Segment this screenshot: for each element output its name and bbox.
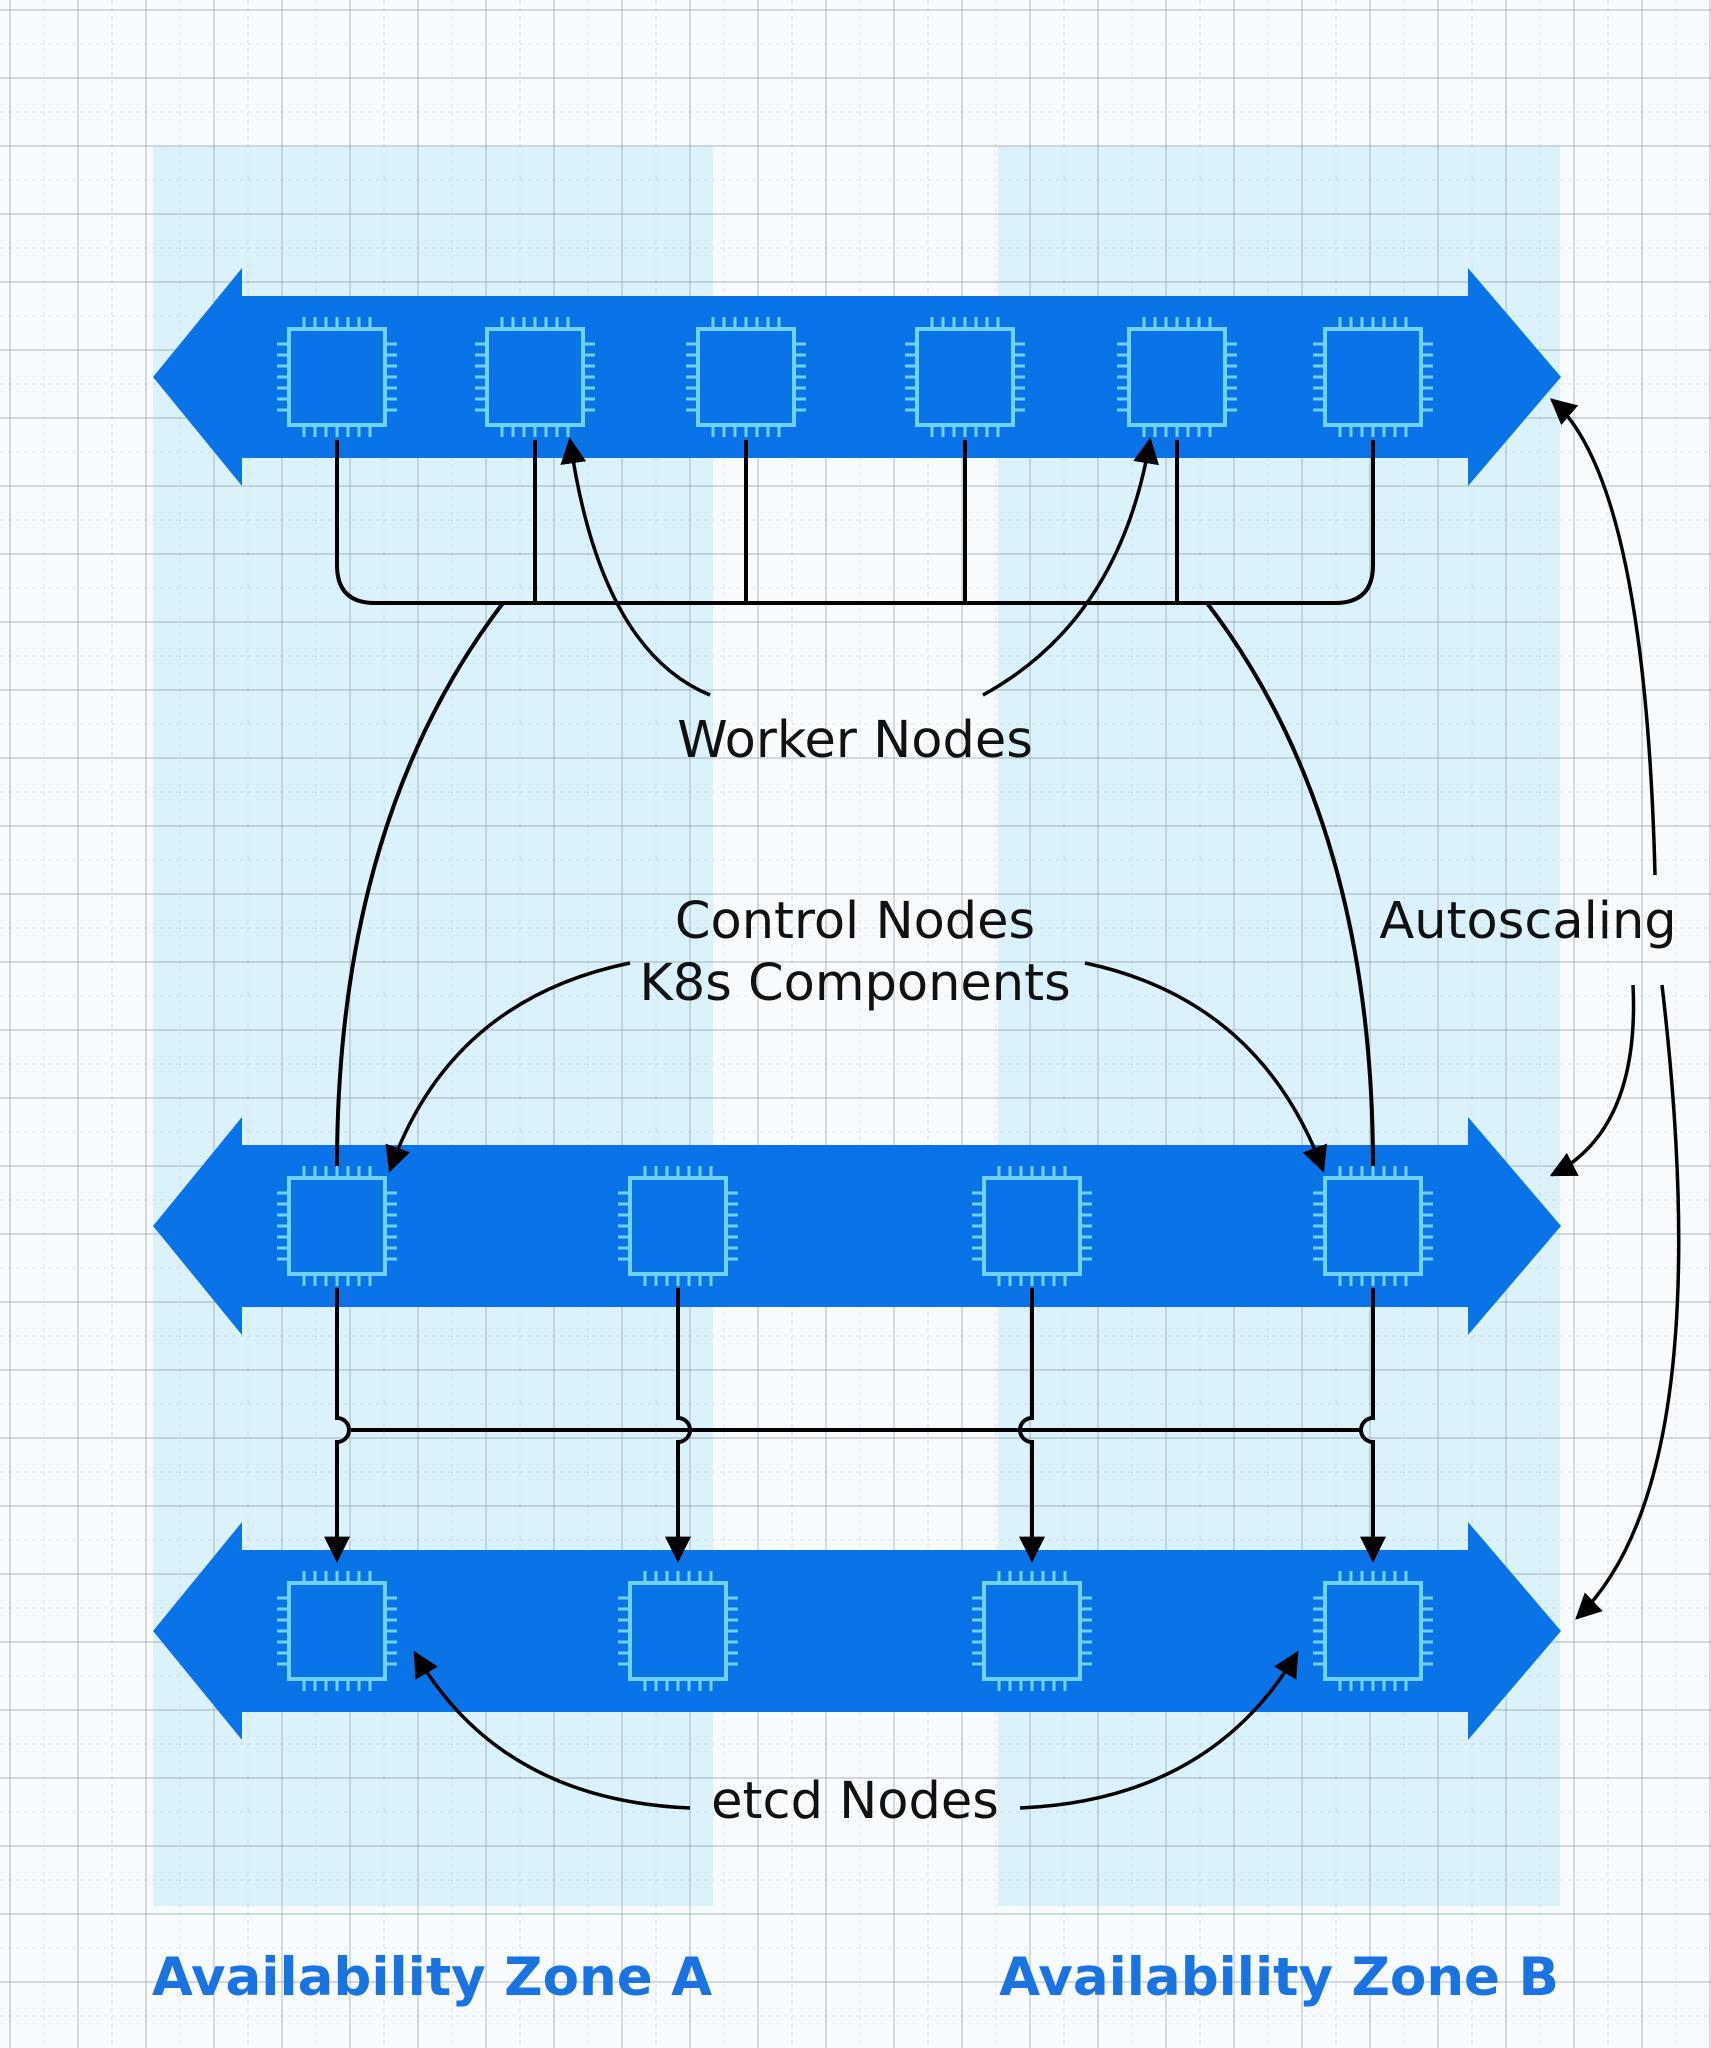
control-nodes-annotation-arrows bbox=[385, 961, 1328, 1173]
k8s-components-label: K8s Components bbox=[639, 954, 1070, 1013]
control-nodes-label: Control Nodes bbox=[675, 892, 1035, 951]
cpu-chip-icon bbox=[972, 1166, 1092, 1286]
cpu-chip-icon bbox=[618, 1166, 738, 1286]
worker-node-connectors bbox=[335, 440, 1375, 1168]
worker-nodes-label-group: Worker Nodes bbox=[677, 711, 1033, 770]
control-to-etcd-connectors bbox=[324, 1288, 1386, 1563]
cpu-chip-icon bbox=[1313, 1166, 1433, 1286]
etcd-nodes-label: etcd Nodes bbox=[711, 1772, 999, 1831]
worker-nodes-label: Worker Nodes bbox=[677, 711, 1033, 770]
cpu-chip-icon bbox=[1117, 317, 1237, 437]
cpu-chip-icon bbox=[475, 317, 595, 437]
cpu-chip-icon bbox=[686, 317, 806, 437]
cpu-chip-icon bbox=[277, 1571, 397, 1691]
zone-a-label: Availability Zone A bbox=[152, 1947, 712, 2008]
cpu-chip-icon bbox=[905, 317, 1025, 437]
cpu-chip-icon bbox=[618, 1571, 738, 1691]
autoscaling-annotation-arrows bbox=[1549, 398, 1681, 1620]
cpu-chip-icon bbox=[972, 1571, 1092, 1691]
cpu-chip-icon bbox=[1313, 317, 1433, 437]
cpu-chip-icon bbox=[277, 317, 397, 437]
etcd-tier-band bbox=[153, 1522, 1561, 1740]
cpu-chip-icon bbox=[1313, 1571, 1433, 1691]
worker-nodes-annotation-arrows bbox=[560, 437, 1159, 697]
control-tier-band bbox=[153, 1117, 1561, 1335]
cpu-chip-icon bbox=[277, 1166, 397, 1286]
autoscaling-label: Autoscaling bbox=[1379, 892, 1676, 951]
zone-b-label: Availability Zone B bbox=[999, 1947, 1559, 2008]
etcd-nodes-annotation-arrows bbox=[413, 1650, 1299, 1810]
